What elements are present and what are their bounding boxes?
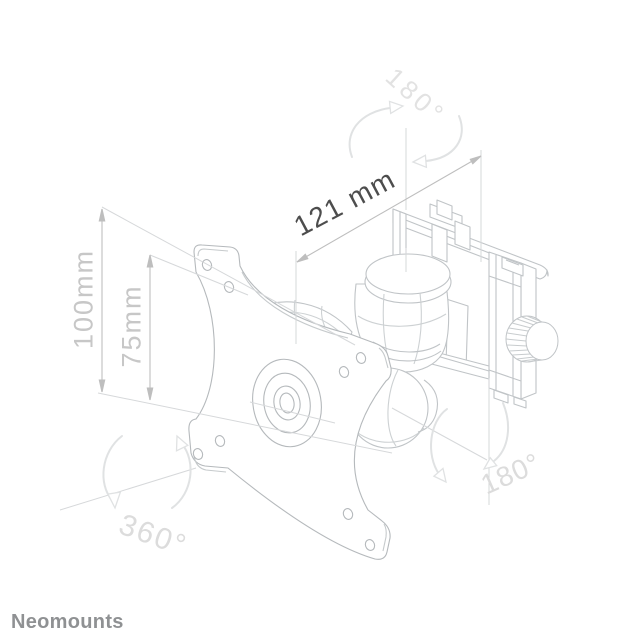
dimension-75mm [146, 254, 154, 401]
brand-logo: Neomounts [11, 611, 124, 633]
arrowhead-down-icon [98, 379, 106, 393]
dimension-label-vesa-100: 100mm [68, 248, 99, 350]
arrowhead-right-icon [469, 155, 482, 165]
rotation-arrows-360-icon [102, 434, 192, 510]
dimension-label-vesa-75: 75mm [116, 284, 147, 368]
dimension-121mm [296, 155, 482, 263]
knurl-hatching [505, 315, 543, 363]
rotation-arrows-top-icon [348, 100, 463, 169]
dimension-100mm [98, 208, 106, 393]
arrowhead-left-icon [296, 253, 309, 263]
vesa-holes [192, 259, 376, 551]
plate-edge-thickness [193, 248, 389, 552]
knurled-knob [505, 315, 559, 363]
arrowhead-up-icon [98, 208, 106, 222]
arrowhead-up-icon [146, 254, 154, 268]
construction-lines [59, 128, 490, 511]
rotation-arrows-180-bottom-icon [430, 402, 509, 484]
arrowhead-down-icon [146, 387, 154, 401]
